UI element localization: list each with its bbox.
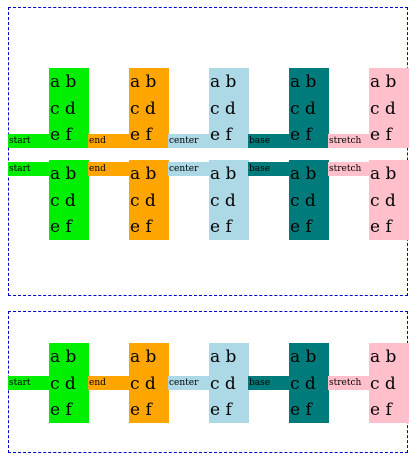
block-line: e f — [290, 125, 312, 145]
block-line: e f — [50, 217, 72, 237]
block-line: a b — [130, 347, 157, 367]
block-line: e f — [370, 217, 392, 237]
label-center-row3: center — [168, 376, 210, 390]
block-stretch-row2: a b c d e f — [369, 160, 409, 240]
label-base-row1: base — [248, 134, 290, 148]
label-base-row3: base — [248, 376, 290, 390]
block-start-row2: a b c d e f — [49, 160, 89, 240]
block-line: a b — [210, 72, 237, 92]
block-center-row3: a b c d e f — [209, 343, 249, 423]
block-stretch-row3: a b c d e f — [369, 343, 409, 423]
block-line: c d — [210, 373, 236, 394]
block-end-row1: a b c d e f — [129, 68, 169, 148]
block-end-row2: a b c d e f — [129, 160, 169, 240]
block-line: c d — [370, 190, 396, 211]
block-center-row1: a b c d e f — [209, 68, 249, 148]
label-stretch-row2: stretch — [328, 162, 370, 176]
label-center-row1: center — [168, 134, 210, 148]
block-line: e f — [290, 400, 312, 420]
block-base-row3: a b c d e f — [289, 343, 329, 423]
block-line: c d — [50, 190, 76, 211]
block-line: e f — [130, 400, 152, 420]
block-line: a b — [50, 72, 77, 92]
label-end-row2: end — [88, 162, 130, 176]
label-stretch-row1: stretch — [328, 134, 370, 148]
block-line: c d — [50, 98, 76, 119]
block-line: a b — [210, 347, 237, 367]
block-line: c d — [210, 190, 236, 211]
block-line: e f — [130, 125, 152, 145]
block-line: e f — [50, 400, 72, 420]
block-line: c d — [370, 373, 396, 394]
block-line: c d — [370, 98, 396, 119]
block-line: e f — [130, 217, 152, 237]
block-line: e f — [50, 125, 72, 145]
block-line: c d — [210, 98, 236, 119]
block-line: e f — [290, 217, 312, 237]
block-line: e f — [370, 400, 392, 420]
label-start-row2: start — [8, 162, 50, 176]
block-line: a b — [130, 72, 157, 92]
block-line: a b — [370, 72, 397, 92]
block-line: e f — [210, 125, 232, 145]
block-line: c d — [130, 190, 156, 211]
block-line: a b — [290, 164, 317, 184]
container-box-top — [8, 7, 408, 296]
label-base-row2: base — [248, 162, 290, 176]
block-line: a b — [50, 347, 77, 367]
block-line: e f — [210, 400, 232, 420]
block-start-row1: a b c d e f — [49, 68, 89, 148]
block-line: c d — [290, 98, 316, 119]
block-line: a b — [290, 72, 317, 92]
block-base-row1: a b c d e f — [289, 68, 329, 148]
block-line: c d — [130, 98, 156, 119]
block-center-row2: a b c d e f — [209, 160, 249, 240]
block-line: a b — [210, 164, 237, 184]
block-line: a b — [370, 164, 397, 184]
label-end-row1: end — [88, 134, 130, 148]
block-line: c d — [290, 373, 316, 394]
block-start-row3: a b c d e f — [49, 343, 89, 423]
label-stretch-row3: stretch — [328, 376, 370, 390]
block-end-row3: a b c d e f — [129, 343, 169, 423]
block-line: c d — [50, 373, 76, 394]
block-line: e f — [210, 217, 232, 237]
label-start-row1: start — [8, 134, 50, 148]
block-line: c d — [290, 190, 316, 211]
block-line: a b — [370, 347, 397, 367]
block-line: c d — [130, 373, 156, 394]
block-line: a b — [130, 164, 157, 184]
block-stretch-row1: a b c d e f — [369, 68, 409, 148]
block-line: a b — [50, 164, 77, 184]
label-center-row2: center — [168, 162, 210, 176]
label-start-row3: start — [8, 376, 50, 390]
block-base-row2: a b c d e f — [289, 160, 329, 240]
block-line: e f — [370, 125, 392, 145]
block-line: a b — [290, 347, 317, 367]
label-end-row3: end — [88, 376, 130, 390]
